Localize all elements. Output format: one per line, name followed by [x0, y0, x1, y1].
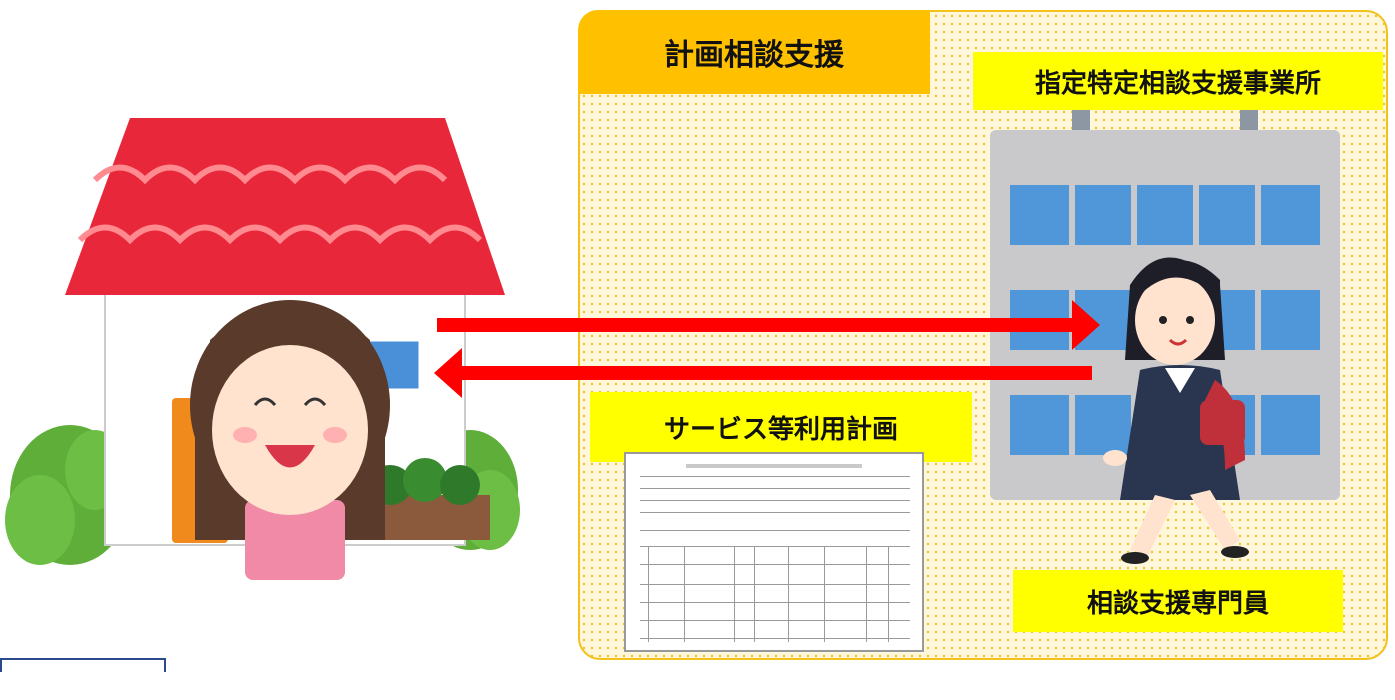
house-roof-icon [65, 118, 505, 295]
plan-document-icon [624, 452, 924, 652]
corner-frame [0, 658, 166, 672]
plan-label: サービス等利用計画 [590, 392, 972, 462]
arrow-left-icon [434, 348, 1092, 398]
panel-title: 計画相談支援 [578, 10, 930, 94]
arrow-right-icon [437, 300, 1100, 350]
office-label: 指定特定相談支援事業所 [973, 52, 1383, 110]
house-scene [5, 118, 520, 580]
exchange-arrows [434, 300, 1100, 398]
businesswoman-icon [1103, 257, 1249, 564]
woman-smiling-icon [190, 300, 390, 580]
staff-label: 相談支援専門員 [1013, 570, 1343, 632]
